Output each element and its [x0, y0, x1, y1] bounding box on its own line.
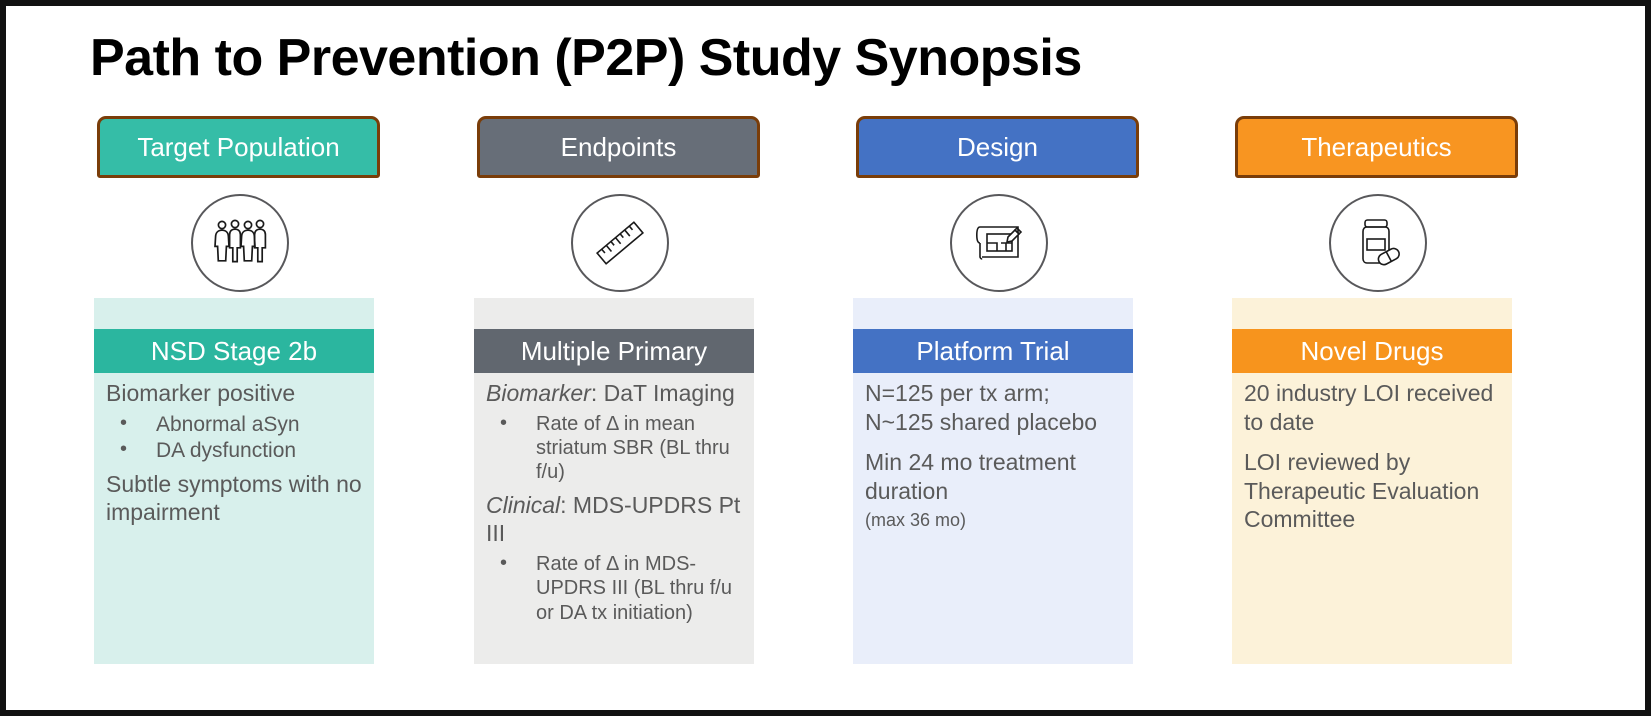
icon-wrap-target-population [94, 188, 386, 298]
list-item: Rate of Δ in MDS-UPDRS III (BL thru f/u … [494, 551, 744, 625]
panel-spacer [1232, 298, 1512, 329]
paragraph: LOI reviewed by Therapeutic Evaluation C… [1244, 449, 1480, 533]
column-endpoints: Endpoints Multiple Primary [474, 116, 766, 664]
subhead-target-population: NSD Stage 2b [94, 329, 374, 373]
label-clinical: Clinical [486, 491, 561, 518]
paragraph: Min 24 mo treatment duration [865, 449, 1076, 504]
paragraph: N=125 per tx arm; N~125 shared placebo [865, 380, 1098, 435]
column-header-endpoints[interactable]: Endpoints [477, 116, 760, 178]
column-header-therapeutics[interactable]: Therapeutics [1235, 116, 1518, 178]
panel-spacer [94, 298, 374, 329]
icon-circle-endpoints [571, 194, 669, 292]
column-target-population: Target Population [94, 116, 386, 664]
column-header-target-population[interactable]: Target Population [97, 116, 380, 178]
icon-wrap-therapeutics [1232, 188, 1524, 298]
list-item: DA dysfunction [114, 437, 364, 464]
ruler-icon [592, 215, 648, 271]
label-biomarker: Biomarker [486, 380, 591, 406]
list-item: Rate of Δ in mean striatum SBR (BL thru … [494, 411, 744, 485]
body-target-population: Biomarker positive Abnormal aSyn DA dysf… [94, 373, 374, 547]
body-design: N=125 per tx arm; N~125 shared placebo M… [853, 373, 1133, 551]
blueprint-pencil-icon [970, 218, 1028, 268]
column-design: Design [853, 116, 1145, 664]
paragraph-biomarker: Biomarker: DaT Imaging [486, 379, 744, 408]
paragraph-text: : MDS-UPDRS Pt III [486, 491, 741, 547]
body-endpoints: Biomarker: DaT Imaging Rate of Δ in mean… [474, 373, 754, 639]
body-therapeutics: 20 industry LOI received to date LOI rev… [1232, 373, 1512, 554]
icon-wrap-endpoints [474, 188, 766, 298]
panel-design: Platform Trial N=125 per tx arm; N~125 s… [853, 298, 1133, 664]
icon-circle-therapeutics [1329, 194, 1427, 292]
panel-target-population: NSD Stage 2b Biomarker positive Abnormal… [94, 298, 374, 664]
panel-endpoints: Multiple Primary Biomarker: DaT Imaging … [474, 298, 754, 664]
icon-wrap-design [853, 188, 1145, 298]
pill-bottle-icon [1353, 216, 1403, 270]
column-therapeutics: Therapeutics [1232, 116, 1524, 664]
panel-spacer [853, 298, 1133, 329]
panel-spacer [474, 298, 754, 329]
paragraph-clinical: Clinical: MDS-UPDRS Pt III [486, 491, 744, 548]
column-header-design[interactable]: Design [856, 116, 1139, 178]
list-item: Abnormal aSyn [114, 411, 364, 438]
icon-circle-design [950, 194, 1048, 292]
page-title: Path to Prevention (P2P) Study Synopsis [90, 29, 1082, 87]
bullet-list: Abnormal aSyn DA dysfunction [106, 411, 364, 464]
people-group-icon [212, 218, 268, 268]
paragraph-text: : DaT Imaging [590, 380, 735, 406]
subhead-therapeutics: Novel Drugs [1232, 329, 1512, 373]
subhead-design: Platform Trial [853, 329, 1133, 373]
paragraph: 20 industry LOI received to date [1244, 380, 1494, 435]
bullet-list: Rate of Δ in MDS-UPDRS III (BL thru f/u … [486, 551, 744, 625]
bullet-list: Rate of Δ in mean striatum SBR (BL thru … [486, 411, 744, 485]
icon-circle-target-population [191, 194, 289, 292]
paragraph: Biomarker positive [106, 380, 296, 406]
panel-therapeutics: Novel Drugs 20 industry LOI received to … [1232, 298, 1512, 664]
subhead-endpoints: Multiple Primary [474, 329, 754, 373]
paragraph-note: (max 36 mo) [865, 510, 967, 531]
paragraph: Subtle symptoms with no impairment [106, 470, 362, 526]
